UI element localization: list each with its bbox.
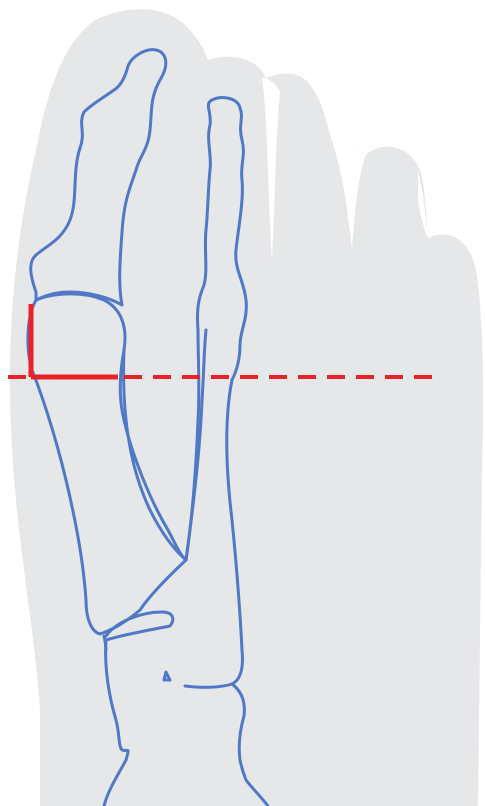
bunion-diagram xyxy=(0,0,485,806)
foot-xray-diagram xyxy=(0,0,485,806)
